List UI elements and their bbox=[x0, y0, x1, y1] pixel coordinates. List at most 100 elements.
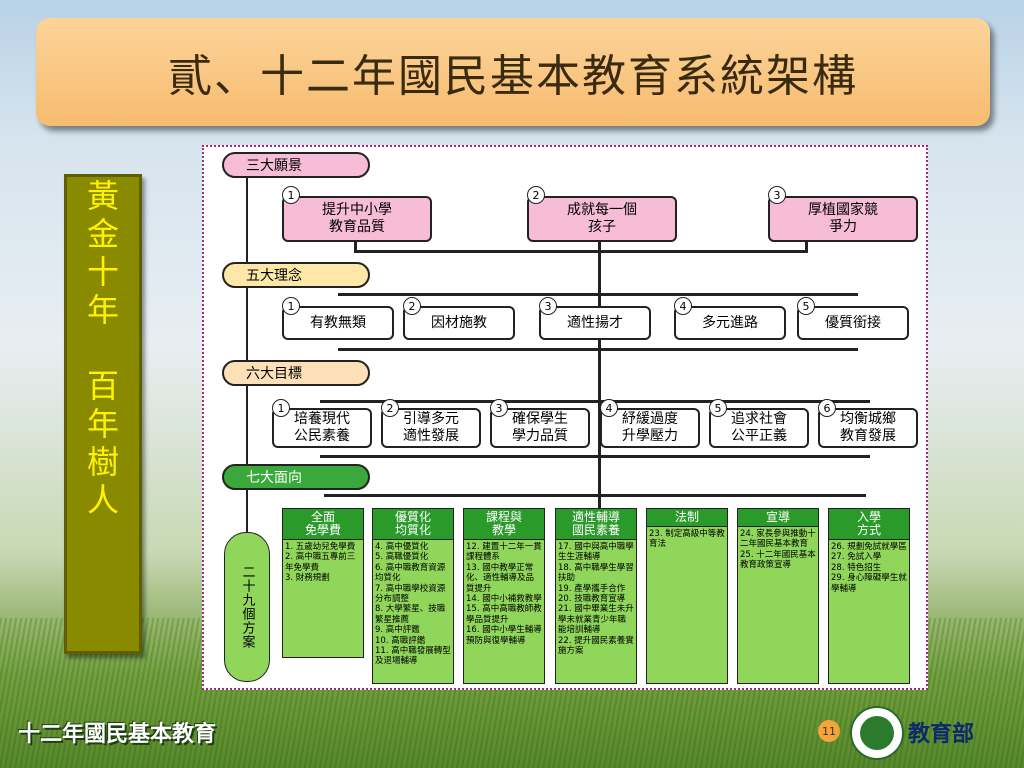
aspect-head-7: 入學 方式 bbox=[829, 509, 909, 540]
program-item: 23. 制定高級中等教育法 bbox=[649, 529, 725, 550]
idea-box-3: 適性揚才 bbox=[539, 306, 651, 340]
vision-label: 三大願景 bbox=[246, 158, 302, 174]
goals-bar-bottom bbox=[320, 455, 870, 458]
aspects-label: 七大面向 bbox=[246, 470, 302, 486]
program-item: 19. 產學攜手合作 bbox=[558, 583, 626, 594]
goal-box-5: 追求社會 公平正義 bbox=[709, 408, 809, 448]
side-banner: 黃金十年 百年樹人 bbox=[64, 174, 142, 654]
idea-box-2: 因材施教 bbox=[403, 306, 515, 340]
goal-num-1: 1 bbox=[272, 399, 290, 417]
program-item: 7. 高中職學校資源分布調整 bbox=[375, 583, 446, 605]
program-item: 12. 建置十二年一貫課程體系 bbox=[466, 542, 542, 563]
goals-label: 六大目標 bbox=[246, 366, 302, 382]
program-item: 24. 家長參與推動十二年國民基本教育 bbox=[740, 529, 816, 550]
goal-num-6: 6 bbox=[818, 399, 836, 417]
idea-num-1: 1 bbox=[282, 297, 300, 315]
program-item: 16. 國中小學生輔導預防與復學輔導 bbox=[466, 625, 542, 646]
program-item: 5. 高職優質化 bbox=[375, 552, 429, 563]
side-char: 百 bbox=[86, 367, 119, 405]
side-char: 人 bbox=[86, 481, 119, 519]
program-item: 3. 財務規劃 bbox=[285, 573, 330, 584]
program-item: 26. 規劃免試就學區 bbox=[831, 542, 907, 552]
program-item: 6. 高中職教育資源均質化 bbox=[375, 562, 446, 584]
side-char: 年 bbox=[86, 405, 119, 443]
ideas-label: 五大理念 bbox=[246, 268, 302, 284]
idea-box-1: 有教無類 bbox=[282, 306, 394, 340]
side-char bbox=[67, 329, 139, 367]
idea-box-4: 多元進路 bbox=[674, 306, 786, 340]
program-item: 22. 提升國民素養實施方案 bbox=[558, 635, 634, 657]
programs-label-box: 二十九個方案 bbox=[224, 532, 270, 682]
ideas-bar bbox=[338, 293, 858, 296]
aspects-pill: 七大面向 bbox=[222, 464, 370, 490]
aspect-head-6: 宣導 bbox=[738, 509, 818, 527]
program-item: 14. 國中小補救教學 bbox=[466, 594, 542, 605]
vision-pill: 三大願景 bbox=[222, 152, 370, 178]
program-item: 13. 國中教學正常化、適性輔導及品質提升 bbox=[466, 562, 535, 594]
goal-box-6: 均衡城鄉 教育發展 bbox=[818, 408, 918, 448]
idea-num-2: 2 bbox=[403, 297, 421, 315]
idea-num-4: 4 bbox=[674, 297, 692, 315]
aspect-head-5: 法制 bbox=[647, 509, 727, 527]
program-item: 9. 高中評鑑 bbox=[375, 625, 420, 636]
vision-box-3: 厚植國家競 爭力 bbox=[768, 196, 918, 242]
aspect-head-4: 適性輔導 國民素養 bbox=[556, 509, 636, 540]
goal-box-3: 確保學生 學力品質 bbox=[490, 408, 590, 448]
program-item: 21. 國中畢業生未升學未就業青少年職能培訓輔導 bbox=[558, 604, 634, 636]
goals-bar bbox=[320, 400, 870, 403]
program-item: 4. 高中優質化 bbox=[375, 542, 429, 552]
vision-num-3: 3 bbox=[768, 186, 786, 204]
side-char: 金 bbox=[86, 215, 119, 253]
aspect-column-5: 法制 23. 制定高級中等教育法 bbox=[646, 508, 728, 684]
program-item: 2. 高中職五專前三年免學費 bbox=[285, 552, 356, 573]
title-banner: 貳、十二年國民基本教育系統架構 bbox=[36, 18, 990, 126]
program-item: 1. 五歲幼兒免學費 bbox=[285, 542, 356, 552]
goals-pill: 六大目標 bbox=[222, 360, 370, 386]
program-item: 27. 免試入學 bbox=[831, 552, 882, 563]
vision-num-1: 1 bbox=[282, 186, 300, 204]
goal-num-2: 2 bbox=[381, 399, 399, 417]
program-item: 18. 高中職學生學習扶助 bbox=[558, 562, 634, 584]
ministry-logo-icon bbox=[850, 706, 904, 760]
program-item: 17. 國中與高中職學生生涯輔導 bbox=[558, 542, 634, 563]
idea-num-3: 3 bbox=[539, 297, 557, 315]
goal-num-4: 4 bbox=[600, 399, 618, 417]
aspects-bar bbox=[324, 494, 866, 497]
side-char: 年 bbox=[86, 291, 119, 329]
program-item: 20. 技職教育宣導 bbox=[558, 594, 626, 605]
footer-program-name: 十二年國民基本教育 bbox=[18, 722, 217, 747]
vision-box-1: 提升中小學 教育品質 bbox=[282, 196, 432, 242]
idea-num-5: 5 bbox=[797, 297, 815, 315]
trunk-line bbox=[598, 240, 601, 508]
ideas-pill: 五大理念 bbox=[222, 262, 370, 288]
goal-box-1: 培養現代 公民素養 bbox=[272, 408, 372, 448]
aspect-programs-5: 23. 制定高級中等教育法 bbox=[647, 527, 727, 552]
aspect-head-3: 課程與 教學 bbox=[464, 509, 544, 540]
side-char: 十 bbox=[86, 253, 119, 291]
programs-label: 二十九個方案 bbox=[239, 565, 255, 649]
vision-tick-3 bbox=[805, 240, 808, 253]
goal-num-5: 5 bbox=[709, 399, 727, 417]
ministry-name: 教育部 bbox=[908, 722, 975, 747]
goal-num-3: 3 bbox=[490, 399, 508, 417]
vision-box-2: 成就每一個 孩子 bbox=[527, 196, 677, 242]
program-item: 8. 大學繁星、技職繁星推薦 bbox=[375, 604, 446, 625]
goal-box-2: 引導多元 適性發展 bbox=[381, 408, 481, 448]
page-number: 11 bbox=[818, 720, 840, 742]
vision-num-2: 2 bbox=[527, 186, 545, 204]
goal-box-4: 紓緩過度 升學壓力 bbox=[600, 408, 700, 448]
program-item: 10. 高職評鑑 bbox=[375, 635, 426, 646]
page-title: 貳、十二年國民基本教育系統架構 bbox=[168, 51, 858, 102]
aspect-head-2: 優質化 均質化 bbox=[373, 509, 453, 540]
